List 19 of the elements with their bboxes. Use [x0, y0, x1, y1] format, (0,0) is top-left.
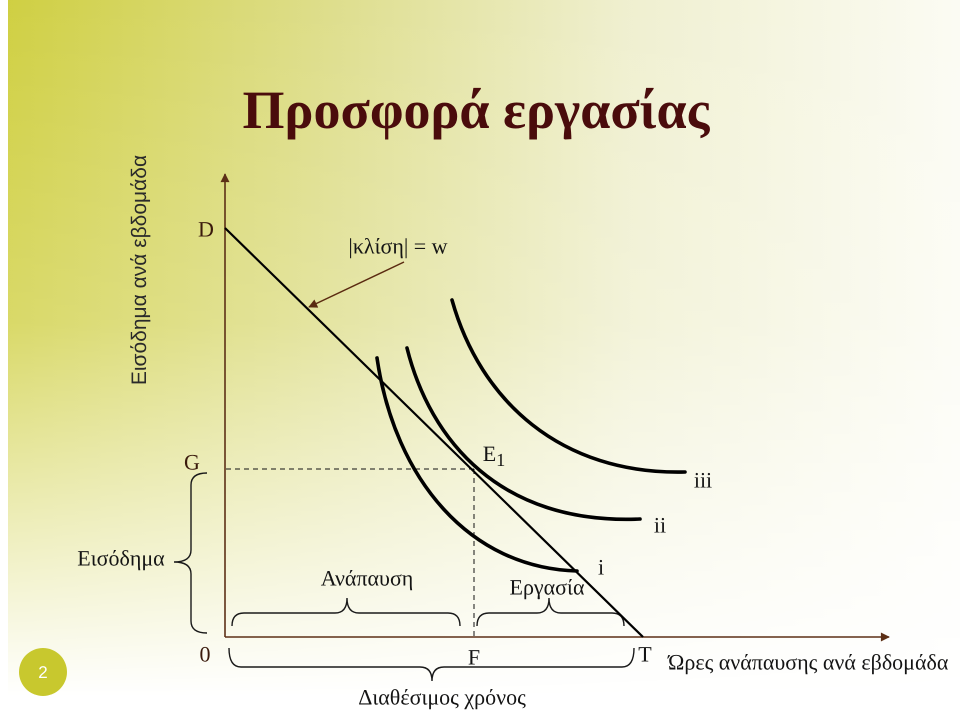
axis-title: Ώρες ανάπαυσης ανά εβδομάδα: [668, 649, 948, 675]
point-label: D: [198, 216, 214, 242]
point-label: 0: [200, 641, 210, 667]
curve-label: iii: [694, 467, 712, 493]
point-label: E$_{1}$: [482, 440, 506, 472]
point-label: F: [468, 644, 480, 670]
budget-line: [224, 227, 644, 638]
axis-title: Εισόδημα ανά εβδομάδα: [128, 154, 152, 386]
curve-label: ii: [654, 512, 666, 538]
curve-label: i: [598, 554, 604, 580]
point-label: T: [638, 641, 652, 667]
brace-label: Εργασία: [510, 574, 584, 600]
point-label: G: [184, 449, 200, 475]
brace-label: Εισόδημα: [77, 545, 165, 571]
brace-label: Ανάπαυση: [320, 565, 414, 591]
slope-label: |κλίση| = w: [348, 233, 448, 259]
brace-label: Διαθέσιμος χρόνος: [358, 684, 526, 710]
slide-title: Προσφορά εργασίας: [242, 78, 710, 142]
leader-arrow: [308, 261, 404, 308]
